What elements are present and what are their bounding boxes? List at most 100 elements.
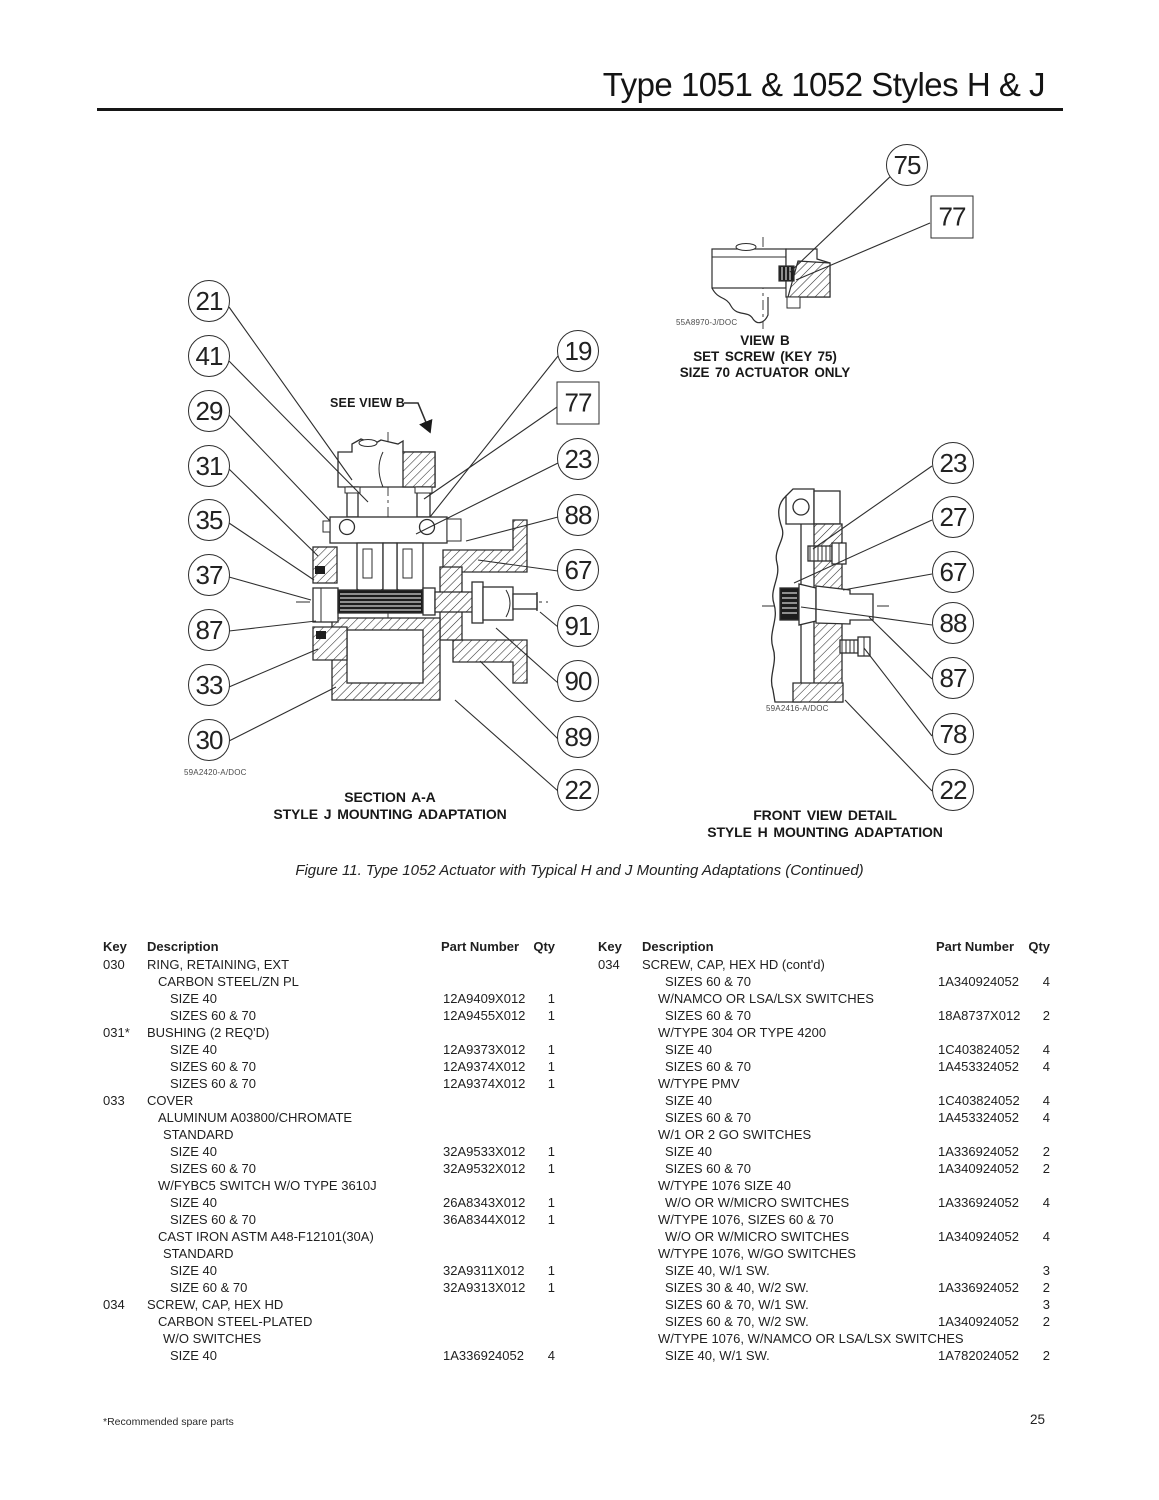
view-b-caption-line: SET SCREW (KEY 75) [693,349,837,364]
row-desc: W/TYPE 304 OR TYPE 4200 [658,1025,827,1040]
row-desc: W/TYPE 1076, W/GO SWITCHES [658,1246,856,1261]
row-qty: 1 [547,991,555,1006]
header-qty: Qty [1028,939,1050,954]
section-aa-doc-ref: 59A2420-A/DOC [184,768,247,777]
row-desc: SIZE 40 [170,1263,217,1278]
callout-29: 29 [188,390,230,432]
header-part-number: Part Number [441,939,520,954]
table-row: CARBON STEEL/ZN PL [103,973,568,990]
row-part: 32A9533X012 [443,1144,526,1159]
leader-lines [228,172,933,792]
row-part: 1A782024052 [938,1348,1019,1363]
table-row: W/NAMCO OR LSA/LSX SWITCHES [598,990,1063,1007]
row-desc: RING, RETAINING, EXT [147,957,290,972]
shaft-collar [471,581,484,624]
table-row: SIZE 40 32A9533X012 1 [103,1143,568,1160]
view-b-caption-line: VIEW B [740,333,790,348]
table-row: W/1 OR 2 GO SWITCHES [598,1126,1063,1143]
figure-caption: Figure 11. Type 1052 Actuator with Typic… [295,862,864,879]
row-desc: SIZES 60 & 70 [170,1212,256,1227]
row-desc: SIZE 40 [665,1093,712,1108]
section-aa-caption-line: STYLE J MOUNTING ADAPTATION [273,806,507,822]
row-desc: SIZES 60 & 70 [170,1161,256,1176]
table-row: SIZE 40, W/1 SW. 3 [598,1262,1063,1279]
table-row: 031* BUSHING (2 REQ'D) [103,1024,568,1041]
row-desc: SIZES 60 & 70, W/1 SW. [665,1297,809,1312]
row-part: 12A9374X012 [443,1076,526,1091]
row-desc: BUSHING (2 REQ'D) [147,1025,270,1040]
row-desc: W/TYPE 1076, W/NAMCO OR LSA/LSX SWITCHES [658,1331,964,1346]
row-desc: SIZE 40, W/1 SW. [665,1263,770,1278]
callout-21: 21 [188,280,230,322]
page-title: Type 1051 & 1052 Styles H & J [602,66,1046,103]
row-desc: SIZE 40 [170,1144,217,1159]
row-qty: 4 [1042,1110,1050,1125]
row-desc: SIZES 60 & 70 [665,974,751,989]
row-desc: SIZE 40 [170,1348,217,1363]
figure-art [228,172,933,792]
front-view-caption: FRONT VIEW DETAIL STYLE H MOUNTING ADAPT… [660,807,990,841]
shaft-coupling [482,586,514,621]
row-qty: 1 [547,1042,555,1057]
table-row: W/TYPE 1076 SIZE 40 [598,1177,1063,1194]
row-part: 36A8344X012 [443,1212,526,1227]
table-row: W/FYBC5 SWITCH W/O TYPE 3610J [103,1177,568,1194]
row-desc: SIZE 40 [170,991,217,1006]
row-desc: SIZES 60 & 70 [665,1110,751,1125]
row-part: 1A336924052 [938,1195,1019,1210]
front-view-caption-line: STYLE H MOUNTING ADAPTATION [707,824,943,840]
callout-33: 33 [188,664,230,706]
callout-87: 87 [932,657,974,699]
table-row: CAST IRON ASTM A48-F12101(30A) [103,1228,568,1245]
row-desc: SIZES 60 & 70, W/2 SW. [665,1314,809,1329]
row-part: 26A8343X012 [443,1195,526,1210]
row-desc: SIZE 40 [170,1195,217,1210]
row-qty: 1 [547,1161,555,1176]
front-view-drawing [762,488,893,703]
row-qty: 1 [547,1144,555,1159]
header-key: Key [598,939,622,954]
row-qty: 2 [1042,1314,1050,1329]
row-desc: SCREW, CAP, HEX HD [147,1297,284,1312]
row-desc: STANDARD [163,1246,234,1261]
callout-75: 75 [886,144,928,186]
row-desc: SIZE 40 [665,1042,712,1057]
header-description: Description [642,939,714,954]
row-desc: ALUMINUM A03800/CHROMATE [158,1110,353,1125]
row-desc: W/O OR W/MICRO SWITCHES [665,1229,850,1244]
row-part: 1A453324052 [938,1059,1019,1074]
callout-41: 41 [188,335,230,377]
row-qty: 2 [1042,1144,1050,1159]
title-rule [97,108,1063,111]
row-part: 1A336924052 [443,1348,524,1363]
row-desc: SCREW, CAP, HEX HD (cont'd) [642,957,825,972]
callout-89: 89 [557,716,599,758]
row-desc: W/O OR W/MICRO SWITCHES [665,1195,850,1210]
callout-88: 88 [557,494,599,536]
row-qty: 3 [1042,1263,1050,1278]
row-key: 034 [103,1297,125,1312]
row-qty: 4 [1042,974,1050,989]
row-key: 031* [103,1025,130,1040]
row-qty: 1 [547,1008,555,1023]
output-shaft [815,585,874,625]
row-part: 1C403824052 [938,1042,1020,1057]
table-row: W/TYPE 304 OR TYPE 4200 [598,1024,1063,1041]
section-aa-caption-line: SECTION A-A [344,789,436,805]
callout-77: 77 [556,381,600,425]
row-qty: 4 [547,1348,555,1363]
